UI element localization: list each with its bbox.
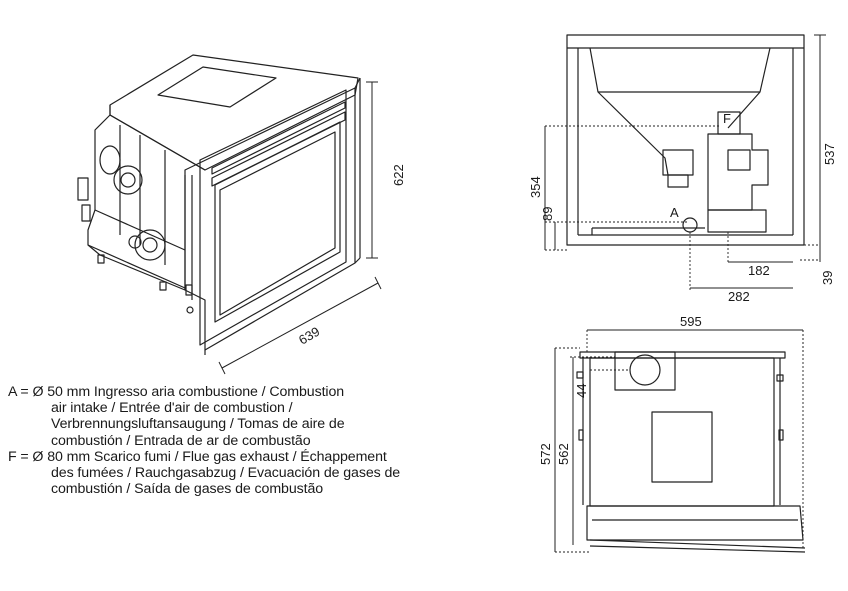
legend-entry-a: A = Ø 50 mm Ingresso aria combustione / …: [8, 384, 478, 449]
dim-top-depth-inner: 562: [556, 443, 571, 465]
dim-top-depth-outer: 572: [538, 443, 553, 465]
top-view: [576, 351, 806, 553]
top-dimension-lines: [555, 330, 804, 553]
iso-dimension-lines: [218, 81, 382, 375]
dim-iso-height: 622: [391, 164, 406, 186]
top-center-opening: [651, 411, 713, 483]
dim-side-f-height: 354: [528, 176, 543, 198]
legend: A = Ø 50 mm Ingresso aria combustione / …: [8, 384, 478, 497]
top-intake-housing: [614, 351, 676, 391]
dim-side-a-offset: 182: [748, 263, 770, 278]
label-point-f: F: [723, 111, 731, 126]
top-body: [589, 357, 775, 507]
legend-entry-f: F = Ø 80 mm Scarico fumi / Flue gas exha…: [8, 449, 478, 498]
legend-f-line3: combustión / Saída de gases de combustão: [51, 481, 324, 498]
iso-top-opening: [157, 66, 277, 108]
side-air-intake-a: [682, 217, 698, 233]
legend-a-line4: combustión / Entrada de ar de combustão: [51, 432, 311, 449]
side-dimension-lines: [545, 125, 820, 292]
side-view: [566, 34, 805, 246]
iso-fan-motor: [113, 165, 143, 195]
top-front-frame: [586, 505, 804, 541]
dim-side-base: 39: [820, 271, 835, 285]
dim-iso-width: 639: [296, 324, 322, 348]
isometric-view: [77, 54, 361, 355]
dim-top-a-offset: 44: [574, 384, 589, 398]
label-point-a: A: [670, 205, 679, 220]
dim-side-height: 537: [822, 143, 837, 165]
iso-left-body: [87, 105, 186, 291]
dim-side-a-height: 89: [540, 207, 555, 221]
legend-a-line2: air intake / Entrée d'air de combustion …: [51, 400, 293, 417]
top-air-intake-a: [629, 354, 661, 386]
iso-door-glass: [214, 121, 341, 323]
legend-f-line2: des fumées / Rauchgasabzug / Evacuación …: [51, 465, 401, 482]
side-outer-box: [566, 34, 805, 246]
legend-a-line1: A = Ø 50 mm Ingresso aria combustione / …: [8, 384, 345, 400]
legend-f-line1: F = Ø 80 mm Scarico fumi / Flue gas exha…: [8, 448, 387, 465]
iso-blower: [134, 229, 166, 261]
dim-top-width: 595: [680, 314, 702, 329]
dim-side-f-offset: 282: [728, 289, 750, 304]
legend-a-line3: Verbrennungsluftansaugung / Tomas de air…: [51, 416, 345, 433]
